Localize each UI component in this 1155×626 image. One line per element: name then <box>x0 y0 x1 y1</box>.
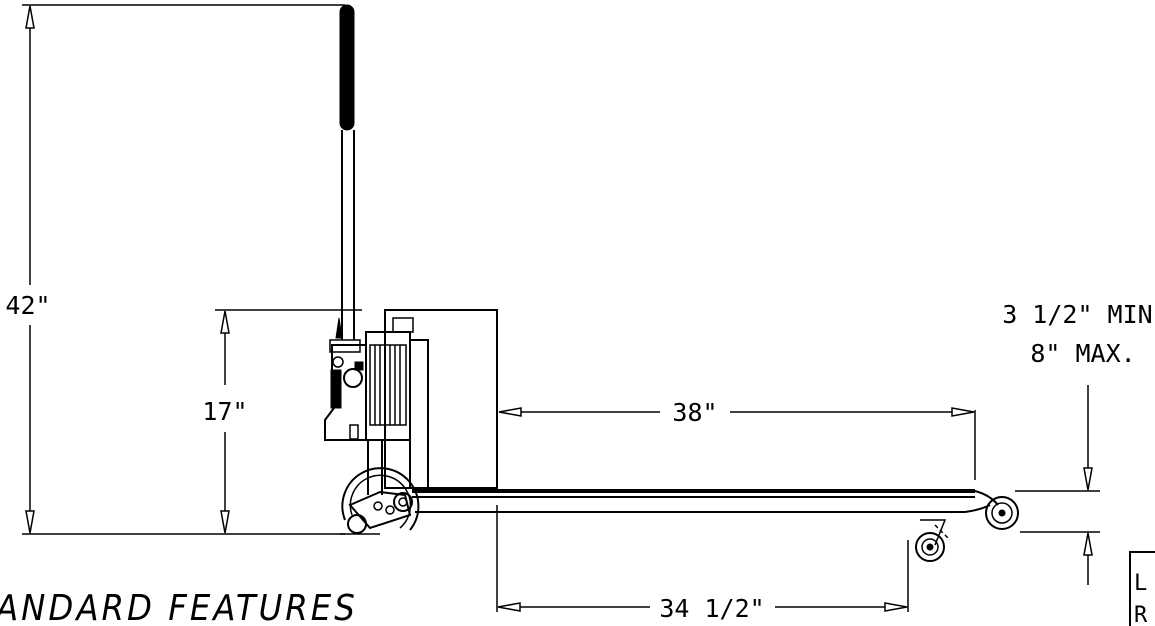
entry-roller <box>915 532 945 562</box>
motor <box>365 331 411 441</box>
handle-height-dimension: 17" <box>202 309 362 534</box>
wheelbase-label: 34 1/2" <box>659 594 764 623</box>
fork-length-label: 38" <box>672 398 717 427</box>
back-plate <box>384 309 498 489</box>
fork-pivot <box>393 492 413 512</box>
corner-box-line-1: L <box>1134 571 1147 596</box>
wheelbase-dimension: 34 1/2" <box>496 505 909 623</box>
linkage-plate <box>348 490 412 530</box>
release-lever <box>330 369 342 409</box>
section-title: ANDARD FEATURES <box>0 588 358 626</box>
steer-wheel <box>341 467 420 534</box>
handle-lock-arrow <box>335 317 343 339</box>
corner-box: L R <box>1129 551 1155 626</box>
pump-assembly <box>324 309 498 495</box>
handle-arrow-top <box>220 310 230 334</box>
handle-grip <box>339 4 355 131</box>
lift-min-label: 3 1/2" MIN. <box>1002 300 1155 329</box>
fork-arrow-left <box>498 407 522 417</box>
overall-height-label: 42" <box>5 291 50 320</box>
handle-height-label: 17" <box>202 397 247 426</box>
load-roller <box>985 496 1019 530</box>
height-arrow-top <box>25 5 35 29</box>
fork-length-dimension: 38" <box>498 398 976 480</box>
overall-height-dimension: 42" <box>5 4 380 535</box>
lift-height-dimension: 3 1/2" MIN. 8" MAX. <box>1002 300 1155 585</box>
motor-fins <box>374 345 401 425</box>
lift-arrow-top <box>1083 467 1093 491</box>
column-housing <box>409 339 429 489</box>
handle <box>339 4 355 340</box>
fork-arrow-right <box>951 407 975 417</box>
handle-arrow-bottom <box>220 510 230 534</box>
wheelbase-arrow-right <box>884 602 908 612</box>
height-arrow-bottom <box>25 510 35 534</box>
corner-box-line-2: R <box>1134 603 1148 626</box>
fork <box>412 489 1019 562</box>
wheelbase-arrow-left <box>497 602 521 612</box>
lift-arrow-bottom <box>1083 532 1093 556</box>
lift-max-label: 8" MAX. <box>1030 339 1135 368</box>
